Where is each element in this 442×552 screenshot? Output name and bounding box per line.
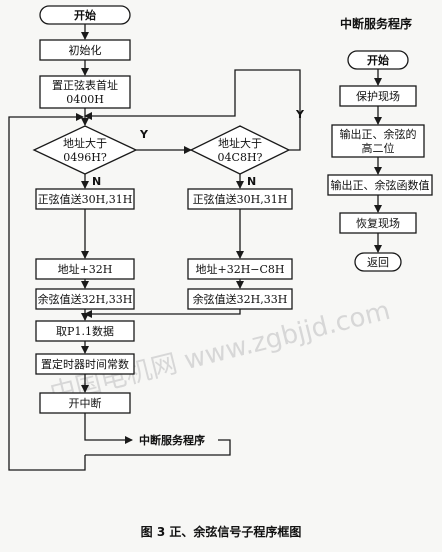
isr-protect-label: 保护现场: [356, 89, 400, 103]
decision2-label-line1: 地址大于: [218, 136, 262, 150]
main-start-label: 开始: [74, 8, 96, 22]
decision1-label-line1: 地址大于: [63, 136, 107, 150]
edge-isr-return-path: [85, 439, 231, 456]
isr-output-values-label: 输出正、余弦函数值: [331, 178, 430, 192]
isr-start-label: 开始: [367, 53, 389, 67]
edge-enableint-isr: [84, 413, 133, 444]
init-label: 初始化: [69, 43, 102, 57]
isr-output-high-label-line2: 高二位: [362, 141, 395, 155]
decision1-diamond: [32, 125, 138, 175]
figure-caption: 图 3 正、余弦信号子程序框图: [141, 524, 302, 539]
decision2-yes-label: Y: [295, 108, 305, 121]
decision2-label-line2: 04C8H?: [218, 151, 263, 164]
isr-ref-label: 中断服务程序: [139, 433, 205, 447]
set-timer-label: 置定时器时间常数: [41, 357, 129, 371]
set-table-label-line1: 置正弦表首址: [52, 78, 118, 92]
enable-int-label: 开中断: [69, 396, 102, 410]
read-p11-label: 取P1.1数据: [56, 324, 114, 338]
isr-output-values-process: [327, 174, 433, 196]
right-sin-label: 正弦值送30H,31H: [193, 192, 288, 206]
set-table-process: [39, 75, 131, 109]
decision1-no-label: N: [92, 175, 101, 188]
right-addr-label: 地址+32H−C8H: [195, 262, 284, 276]
left-sin-label: 正弦值送30H,31H: [38, 192, 133, 206]
decision2-no-label: N: [247, 175, 256, 188]
decision2-diamond: [189, 125, 291, 175]
left-cos-label: 余弦值送32H,33H: [38, 292, 133, 306]
edge-main-loop-back: [8, 113, 86, 471]
decision1-label-line2: 0496H?: [63, 151, 107, 164]
isr-restore-label: 恢复现场: [356, 216, 400, 230]
edge-decision2-yes-loop: [84, 69, 301, 151]
isr-return-terminal: [354, 252, 402, 272]
isr-return-label: 返回: [367, 256, 389, 269]
isr-output-high-process: [331, 124, 425, 158]
right-cos-label: 余弦值送32H,33H: [193, 292, 288, 306]
decision1-yes-label: Y: [139, 128, 149, 141]
set-table-label-line2: 0400H: [66, 93, 104, 106]
left-addr-label: 地址+32H: [58, 262, 113, 276]
isr-output-high-label-line1: 输出正、余弦的: [340, 127, 417, 141]
edge-rightcos-merge: [84, 309, 241, 318]
isr-title: 中断服务程序: [340, 16, 412, 31]
